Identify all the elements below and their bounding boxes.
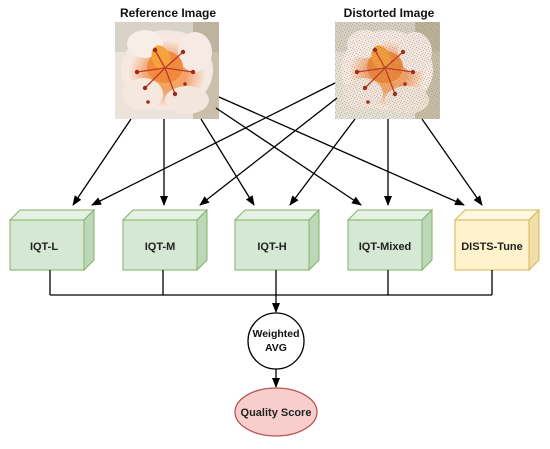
reference-image <box>115 22 219 119</box>
box-front <box>347 219 423 271</box>
edge-reference-to-iqt-l <box>72 118 132 206</box>
box-side <box>308 208 320 272</box>
box-front <box>9 219 85 271</box>
box-front <box>234 219 310 271</box>
edge-distorted-to-iqt-m <box>199 97 338 206</box>
model-box-iqt-h: IQT-H <box>233 208 321 272</box>
model-box-iqt-l: IQT-L <box>8 208 96 272</box>
model-label-iqt-mixed: IQT-Mixed <box>359 241 412 253</box>
weighted-avg-line1: Weighted <box>252 328 299 340</box>
model-box-iqt-m: IQT-M <box>121 208 209 272</box>
distorted-edges <box>91 82 483 206</box>
edge-reference-to-iqt-h <box>200 118 255 206</box>
reference-edges <box>72 96 465 206</box>
weighted-avg-node: Weighted AVG <box>247 312 305 370</box>
box-top <box>453 209 541 221</box>
box-top <box>233 209 321 221</box>
model-label-iqt-m: IQT-M <box>145 241 176 253</box>
model-box-dists-tune: DISTS-Tune <box>453 208 541 272</box>
distorted-image-title: Distorted Image <box>344 6 435 20</box>
edge-reference-to-iqt-mixed <box>215 107 362 206</box>
model-box-iqt-mixed: IQT-Mixed <box>346 208 434 272</box>
box-side <box>528 208 540 272</box>
model-label-iqt-l: IQT-L <box>30 241 58 253</box>
edge-distorted-to-iqt-h <box>289 118 356 206</box>
edge-distorted-to-iqt-l <box>91 82 336 206</box>
box-top <box>121 209 209 221</box>
quality-score-node: Quality Score <box>234 387 318 437</box>
reference-image-title: Reference Image <box>120 6 216 20</box>
box-top <box>346 209 434 221</box>
box-top <box>8 209 96 221</box>
edge-reference-to-dists-tune <box>218 96 465 206</box>
box-side <box>83 208 95 272</box>
edge-distorted-to-dists-tune <box>421 118 483 206</box>
merge-connectors <box>49 270 493 313</box>
box-front <box>122 219 198 271</box>
model-label-iqt-h: IQT-H <box>257 241 286 253</box>
box-side <box>196 208 208 272</box>
weighted-avg-line2: AVG <box>265 342 287 354</box>
model-label-dists-tune: DISTS-Tune <box>461 241 523 253</box>
distorted-image <box>335 22 440 119</box>
box-side <box>421 208 433 272</box>
quality-score-label: Quality Score <box>241 407 312 419</box>
